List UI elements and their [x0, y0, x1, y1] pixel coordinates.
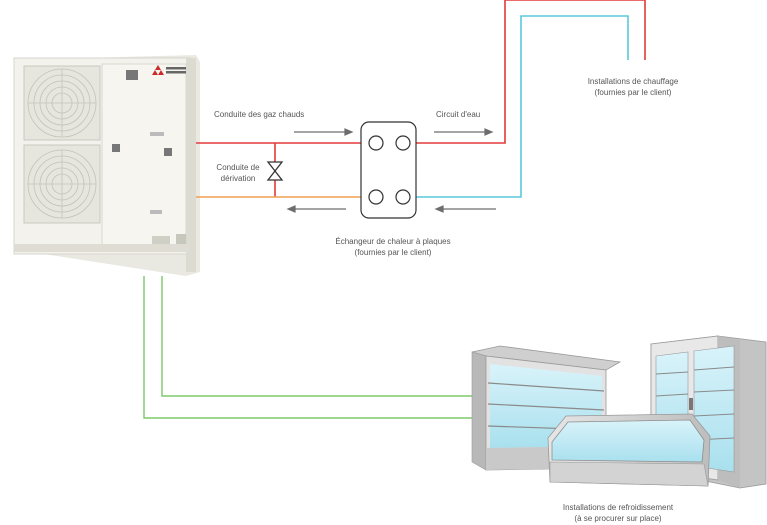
- hot-gas-pipe: [196, 0, 646, 144]
- flow-arrows: [286, 128, 496, 213]
- cooling-label-line1: Installations de refroidissement: [562, 503, 674, 512]
- chest-freezer-icon: [547, 413, 711, 487]
- exchanger-label-line1: Échangeur de chaleur à plaques: [335, 237, 451, 246]
- refrigerant-pipe: [143, 276, 472, 419]
- hot-gas-label: Conduite des gaz chauds: [214, 110, 305, 119]
- heating-label-line1: Installations de chauffage: [587, 77, 679, 86]
- plate-heat-exchanger-icon: [360, 121, 417, 219]
- valve-icon: [266, 161, 284, 181]
- heating-label-line2: (fournies par le client): [594, 88, 672, 97]
- mitsubishi-logo-icon: [152, 65, 186, 75]
- cooling-label-line2: (à se procurer sur place): [574, 514, 662, 523]
- bypass-label-line2: dérivation: [220, 174, 256, 183]
- exchanger-label-line2: (fournies par le client): [354, 248, 432, 257]
- water-circuit-label: Circuit d'eau: [436, 110, 481, 119]
- bypass-label-line1: Conduite de: [216, 163, 260, 172]
- outdoor-unit-icon: [13, 55, 200, 276]
- water-return-pipe: [416, 15, 629, 198]
